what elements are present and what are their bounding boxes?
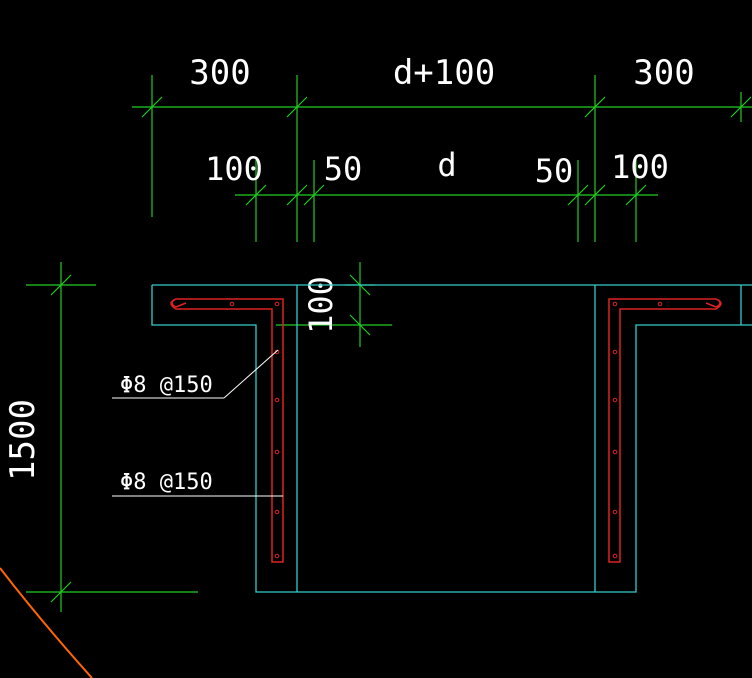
dim-height-label: 1500 [3,399,43,481]
dim-left-gap-label: 50 [324,150,363,188]
rebar-label-upper: Φ8 @150 [120,373,213,398]
rebar-leaders [112,349,283,497]
second-dimension-row [235,160,658,242]
rebar-left [170,298,284,563]
rebar-right-bars [612,301,663,559]
height-dimension [26,262,198,612]
top-dimension-row [132,75,752,242]
dim-top-right-label: 300 [633,53,694,93]
dim-top-left-label: 300 [189,53,250,93]
dim-right-flange-label: 100 [611,148,669,186]
dim-left-flange-label: 100 [205,150,263,188]
orange-arc-curve [0,567,93,678]
dim-right-gap-label: 50 [535,152,574,190]
dim-slab-thickness-label: 100 [302,276,340,334]
rebar-label-lower: Φ8 @150 [120,470,213,495]
dim-opening-label: d [437,146,456,184]
structure-outline [151,284,752,593]
rebar-right [608,298,722,563]
dim-top-middle-label: d+100 [393,53,495,93]
